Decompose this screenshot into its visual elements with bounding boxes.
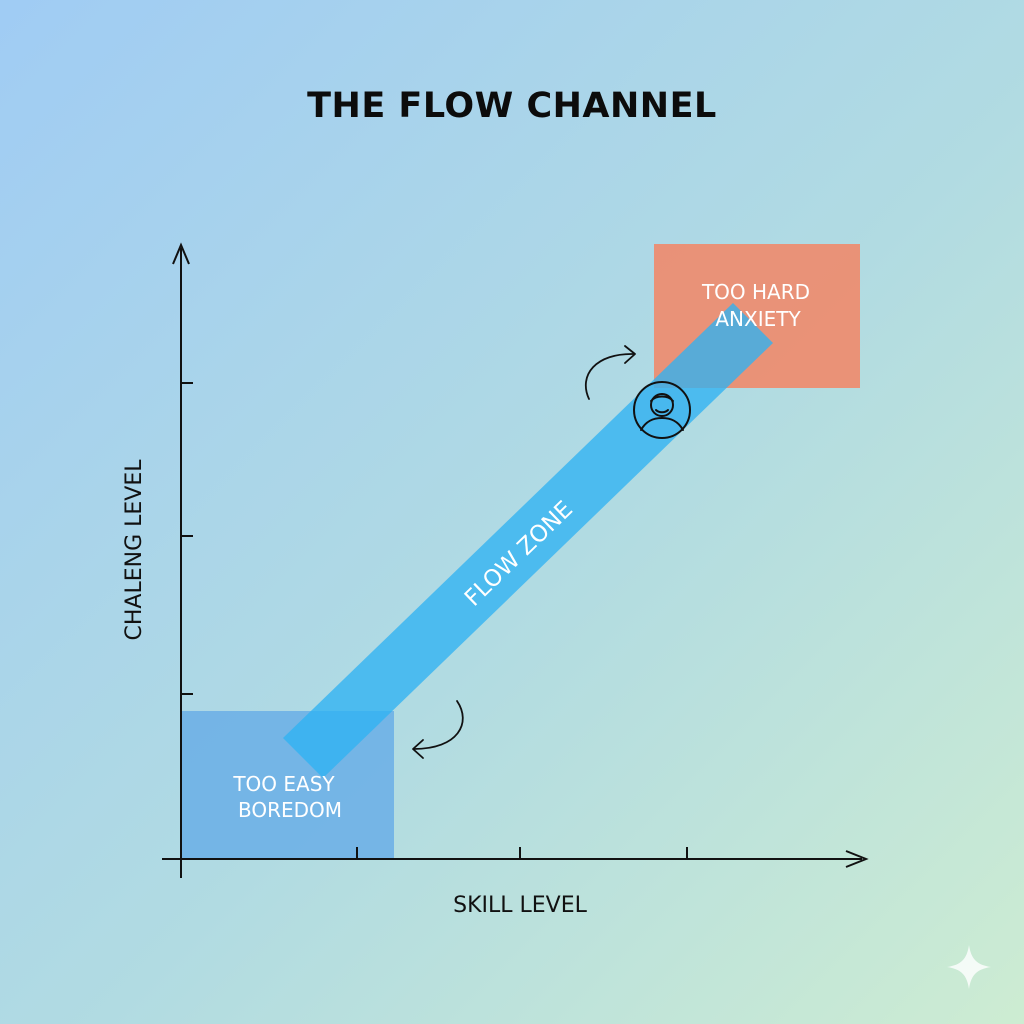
boredom-label-line1: TOO EASY: [232, 772, 335, 796]
flow-channel-band: [283, 303, 773, 778]
diagram-title: THE FLOW CHANNEL: [307, 86, 717, 126]
anxiety-label-line2: ANXIETY: [715, 307, 801, 331]
x-axis-label: SKILL LEVEL: [453, 893, 587, 918]
axes: [162, 242, 869, 878]
anxiety-label-line1: TOO HARD: [701, 280, 810, 304]
y-axis-arrowhead: [172, 242, 190, 265]
x-axis-arrowhead: [845, 850, 869, 868]
y-axis-label: CHALENG LEVEL: [122, 459, 147, 641]
person-icon: [633, 381, 691, 439]
curved-arrow-up-right-icon: [584, 345, 636, 400]
curved-arrow-down-left-icon: [412, 700, 464, 759]
sparkle-icon: [947, 945, 991, 989]
boredom-label-line2: BOREDOM: [238, 798, 342, 822]
